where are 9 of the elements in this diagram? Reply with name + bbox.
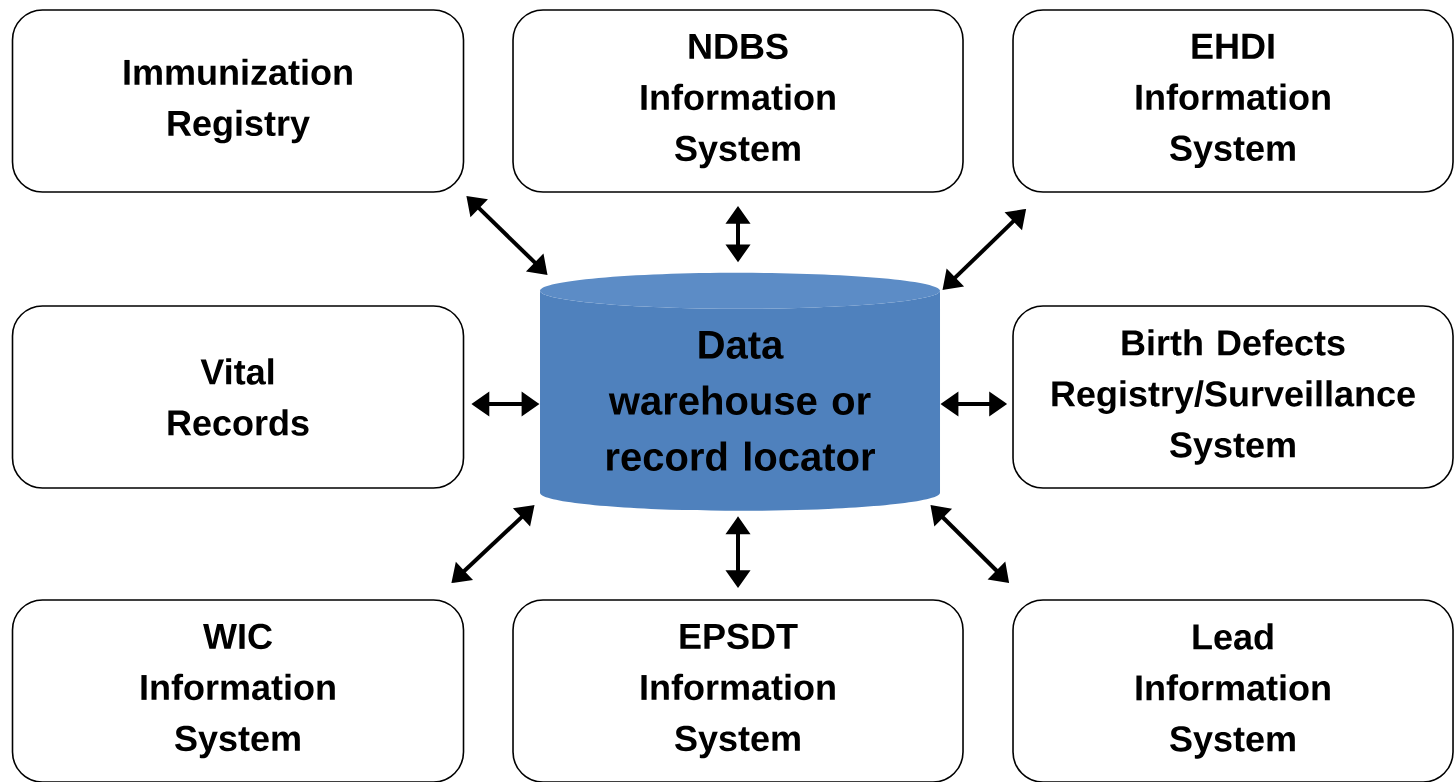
database-cylinder: Data warehouse or record locator	[540, 272, 940, 511]
system-box: Lead Information System	[1012, 599, 1454, 782]
system-box: Birth Defects Registry/Surveillance System	[1012, 305, 1454, 489]
system-box: NDBS Information System	[512, 9, 964, 193]
system-box: WIC Information System	[11, 599, 465, 782]
system-box: Vital Records	[11, 305, 465, 489]
system-box: Immunization Registry	[11, 9, 465, 193]
system-box: EPSDT Information System	[512, 599, 964, 782]
system-box: EHDI Information System	[1012, 9, 1454, 193]
